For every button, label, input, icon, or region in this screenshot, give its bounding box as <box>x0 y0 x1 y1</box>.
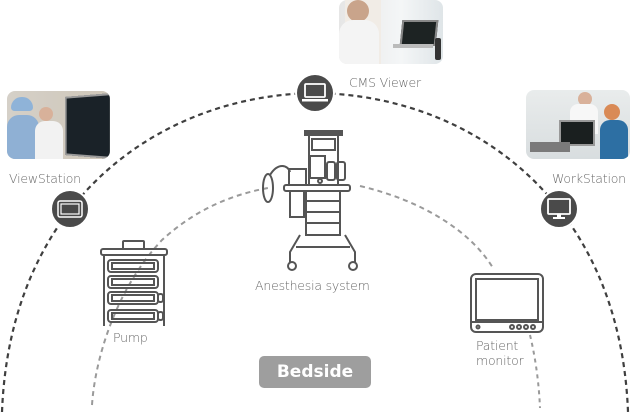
workstation-label: WorkStation <box>552 171 626 186</box>
inner-bedside-arc-right <box>359 185 494 269</box>
cms-viewer-label: CMS Viewer <box>349 75 421 90</box>
display-panel-icon <box>50 189 90 229</box>
infusion-pump-icon <box>100 240 168 326</box>
patient-monitor-icon <box>470 273 544 333</box>
desktop-monitor-icon <box>539 189 579 229</box>
inner-bedside-arc <box>91 187 269 406</box>
patient-monitor-label-line2: monitor <box>476 353 524 368</box>
workstation-photo <box>526 90 630 159</box>
inner-bedside-arc-right-lower <box>529 334 541 409</box>
patient-monitor-label-line1: Patient <box>476 338 519 353</box>
anesthesia-machine-icon <box>262 130 358 271</box>
anesthesia-system-label: Anesthesia system <box>255 278 370 293</box>
bedside-badge: Bedside <box>259 356 371 388</box>
laptop-icon <box>295 73 335 113</box>
cms-viewer-photo <box>339 0 443 64</box>
viewstation-photo <box>7 91 110 159</box>
pump-label: Pump <box>113 330 148 345</box>
viewstation-label: ViewStation <box>9 171 81 186</box>
